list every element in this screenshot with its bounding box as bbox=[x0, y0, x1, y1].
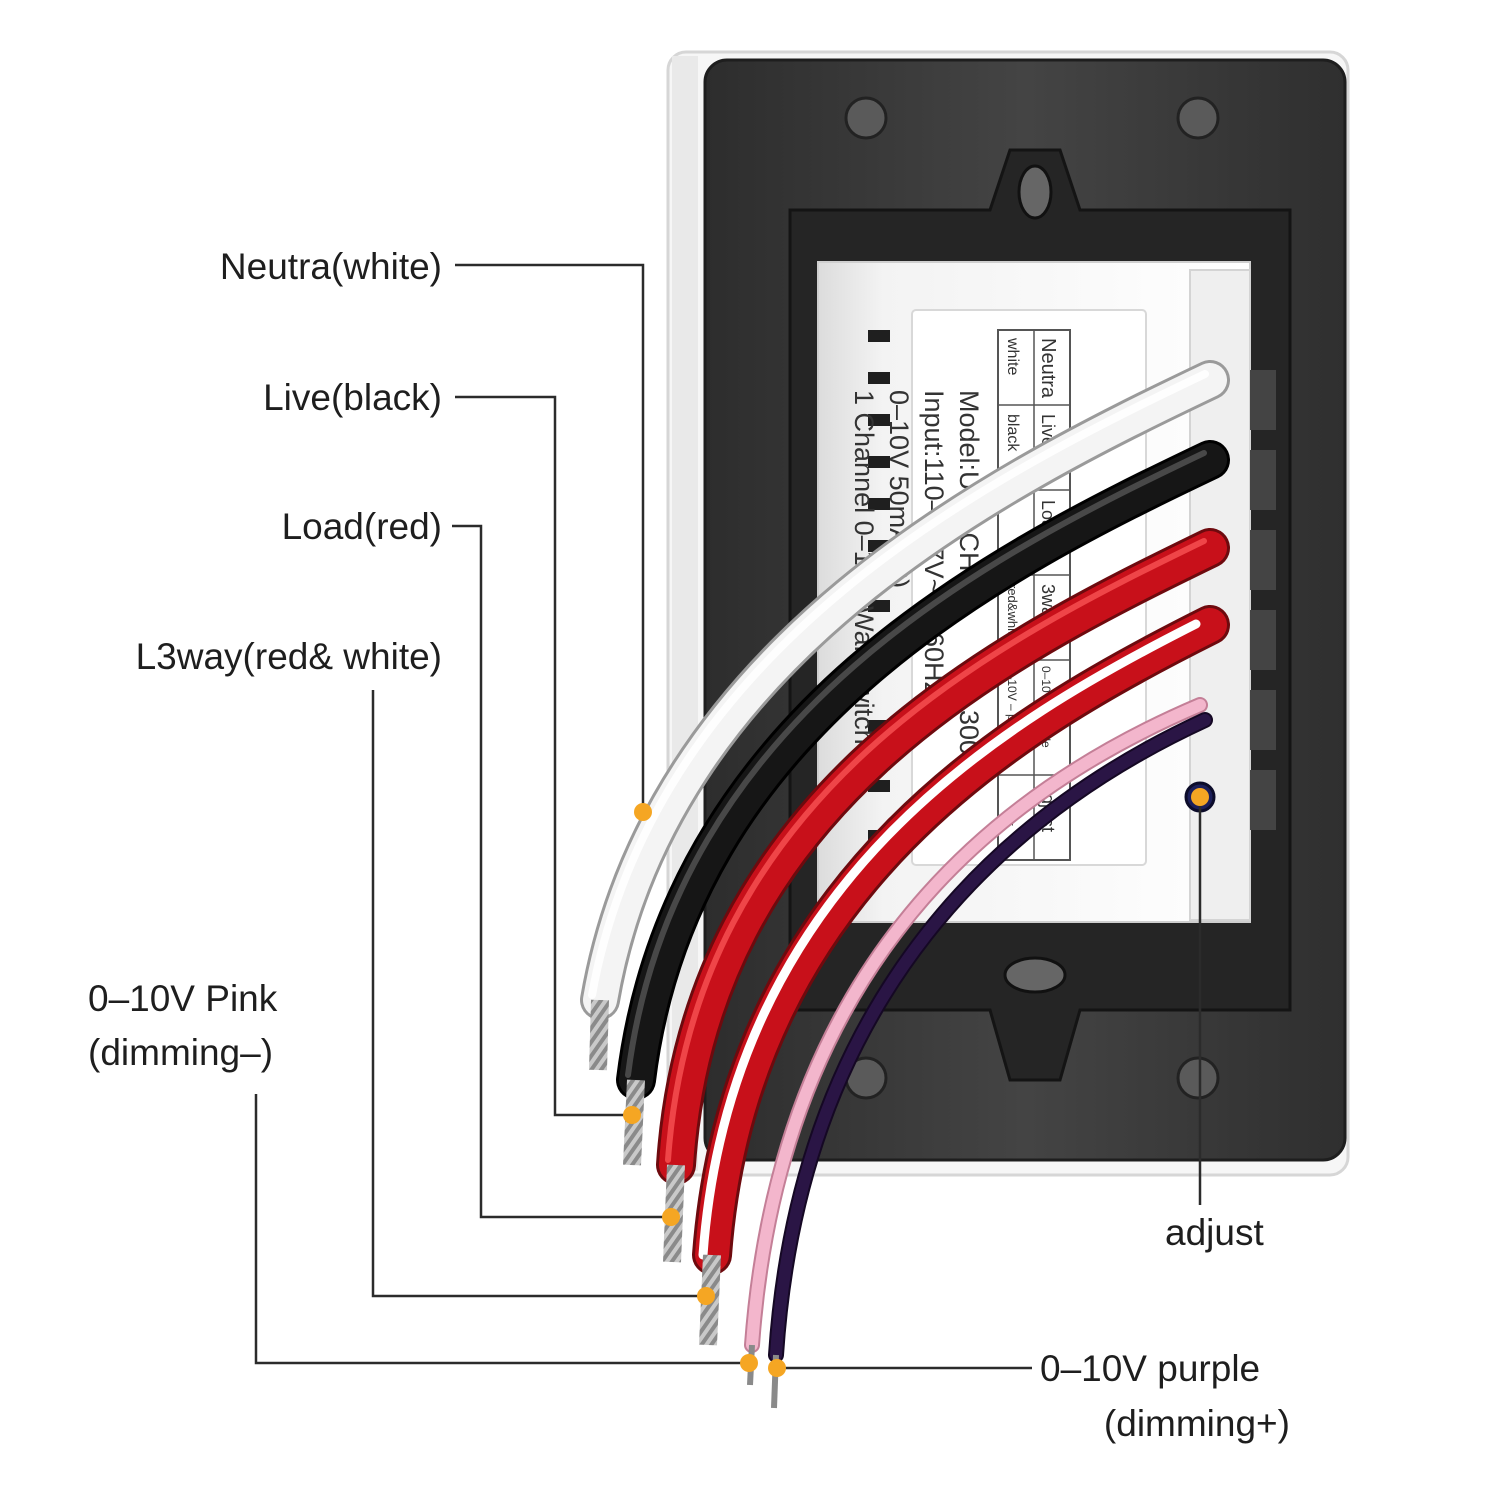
label-adjust: adjust bbox=[1165, 1212, 1264, 1253]
marker-purple bbox=[768, 1359, 786, 1377]
red-white-wire-3way bbox=[692, 605, 1230, 1346]
marker-3way bbox=[697, 1287, 715, 1305]
marker-live bbox=[623, 1106, 641, 1124]
marker-neutral bbox=[634, 803, 652, 821]
sticker-terminal-name: Neutra bbox=[1037, 338, 1059, 399]
markers bbox=[623, 788, 1209, 1377]
marker-pink bbox=[740, 1354, 758, 1372]
leader-lines bbox=[254, 263, 1202, 1370]
wires bbox=[580, 360, 1230, 1409]
sticker-terminal-color: black bbox=[1004, 414, 1021, 452]
sticker-terminal-color: white bbox=[1004, 337, 1021, 375]
label-live: Live(black) bbox=[263, 377, 442, 418]
sticker-terminal-color: red&white bbox=[1005, 584, 1020, 642]
leader-pink bbox=[254, 1094, 749, 1365]
label-pink-line1: 0–10V Pink bbox=[88, 978, 278, 1019]
leader-load bbox=[452, 524, 671, 1219]
label-neutral: Neutra(white) bbox=[219, 246, 442, 287]
leader-3way bbox=[371, 690, 706, 1298]
mount-slot-top bbox=[1017, 164, 1053, 220]
mount-slot-bottom bbox=[1003, 956, 1067, 994]
label-purple-line2: (dimming+) bbox=[1103, 1403, 1290, 1444]
screw-hole-bottom-right bbox=[1176, 1056, 1220, 1100]
label-pink-line2: (dimming–) bbox=[88, 1032, 274, 1073]
marker-adjust bbox=[1191, 788, 1209, 806]
label-purple-line1: 0–10V purple bbox=[1040, 1348, 1261, 1389]
screw-hole-top-left bbox=[844, 96, 888, 140]
marker-load bbox=[662, 1208, 680, 1226]
leader-live bbox=[455, 395, 632, 1117]
label-3way: L3way(red& white) bbox=[135, 636, 442, 677]
white-wire bbox=[580, 360, 1230, 1071]
label-load: Load(red) bbox=[281, 506, 442, 547]
screw-hole-top-right bbox=[1176, 96, 1220, 140]
leader-neutral bbox=[455, 263, 645, 812]
